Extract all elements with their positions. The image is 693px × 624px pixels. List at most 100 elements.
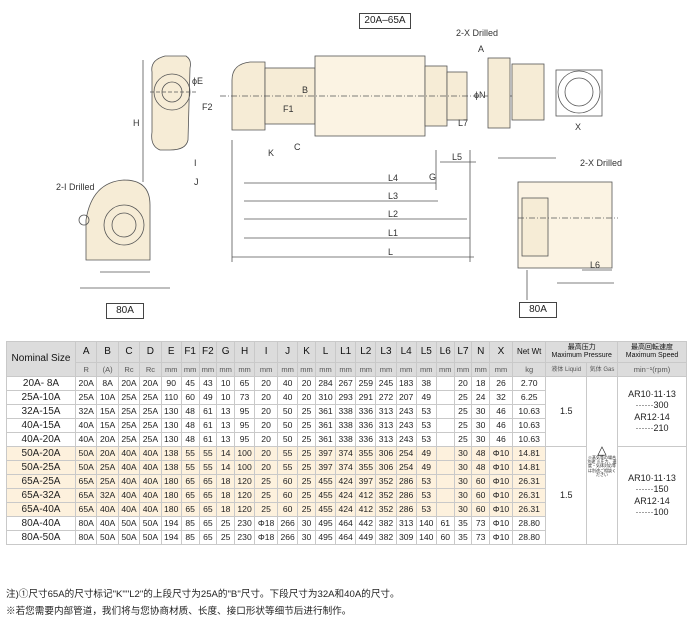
unit-cell: mm (355, 362, 377, 377)
row-net-wt: 14.81 (511, 446, 547, 461)
table-cell: 65 (198, 502, 218, 517)
table-cell: 120 (233, 474, 256, 489)
table-cell: 65 (198, 474, 218, 489)
table-cell: 336 (355, 418, 377, 433)
table-cell: 73 (233, 390, 256, 405)
table-cell: 140 (415, 530, 437, 545)
unit-cell: Rc (117, 362, 141, 377)
unit-cell: mm (489, 362, 513, 377)
table-cell: 40A (96, 516, 119, 531)
table-cell: 65 (180, 488, 200, 503)
col-head: K (297, 341, 316, 363)
note-2: ※若您需要内部管道，我们将与您协商材质、长度、接口形状等细节后进行制作。 (6, 606, 352, 617)
table-cell: 60 (180, 390, 200, 405)
table-cell: 60 (277, 488, 299, 503)
row-net-wt: 28.80 (511, 516, 547, 531)
table-cell: 180 (160, 488, 182, 503)
table-cell: 18 (216, 488, 235, 503)
table-cell: 50A (139, 516, 162, 531)
table-cell: 15A (96, 404, 119, 419)
label-dim-L4: L4 (388, 173, 398, 183)
col-head: J (277, 341, 299, 363)
label-dim-K: K (268, 148, 274, 158)
table-cell: 140 (415, 516, 437, 531)
table-cell: 412 (355, 488, 377, 503)
table-cell: 424 (335, 488, 357, 503)
table-cell: 25A (139, 390, 162, 405)
table-cell: 397 (314, 460, 337, 475)
table-cell: 61 (198, 432, 218, 447)
table-cell: 20A (139, 376, 162, 391)
table-cell: 50A (117, 516, 141, 531)
table-cell: 25A (96, 474, 119, 489)
table-cell: 65 (198, 488, 218, 503)
table-cell: 40A (139, 488, 162, 503)
col-max-speed: 最高回転速度 Maximum Speed (617, 341, 687, 363)
unit-cell: mm (254, 362, 279, 377)
table-cell: 138 (160, 446, 182, 461)
table-cell: 230 (233, 516, 256, 531)
label-dim-L5: L5 (452, 152, 462, 162)
view-title-20a-65a: 20A–65A (359, 13, 411, 29)
table-cell: 442 (355, 516, 377, 531)
table-cell: 352 (375, 488, 397, 503)
table-cell: 80A (74, 516, 98, 531)
col-head: G (216, 341, 235, 363)
table-cell: 50A (139, 530, 162, 545)
table-cell: 30 (297, 516, 316, 531)
table-cell: 10A (96, 390, 119, 405)
label-dim-L1: L1 (388, 228, 398, 238)
col-head: N (471, 341, 491, 363)
table-cell: 25A (117, 390, 141, 405)
table-cell: 313 (375, 432, 397, 447)
table-cell: 50A (74, 460, 98, 475)
table-cell: 291 (355, 390, 377, 405)
table-cell: 40A (139, 474, 162, 489)
table-cell: Φ10 (489, 460, 513, 475)
table-cell: 207 (395, 390, 417, 405)
table-cell: 284 (314, 376, 337, 391)
table-cell: 267 (335, 376, 357, 391)
table-cell: 254 (395, 446, 417, 461)
label-dim-I: I (194, 158, 197, 168)
table-cell: 25 (297, 474, 316, 489)
table-cell: 55 (198, 446, 218, 461)
table-cell: 120 (233, 488, 256, 503)
table-cell: 40 (277, 390, 299, 405)
row-net-wt: 26.31 (511, 488, 547, 503)
table-cell: Φ10 (489, 502, 513, 517)
pressure-en: Maximum Pressure (551, 352, 612, 359)
table-cell: 286 (395, 474, 417, 489)
table-cell: 35 (453, 530, 473, 545)
unit-cell: mm (216, 362, 235, 377)
col-head: H (233, 341, 256, 363)
drilled-2x-right-label: 2-X Drilled (580, 158, 622, 168)
table-cell: 313 (395, 516, 417, 531)
table-cell: 10 (216, 376, 235, 391)
speed-line: ······210 (635, 422, 669, 433)
view-title-80a-left: 80A (106, 303, 144, 319)
row-net-wt: 10.63 (511, 432, 547, 447)
table-cell: 53 (415, 404, 437, 419)
table-cell: 48 (180, 432, 200, 447)
table-cell: 30 (471, 432, 491, 447)
table-cell: 65 (198, 530, 218, 545)
table-cell: 38 (415, 376, 437, 391)
table-cell: 243 (395, 404, 417, 419)
table-cell: 20A (96, 446, 119, 461)
table-cell (435, 390, 455, 405)
table-cell: 40 (277, 376, 299, 391)
unit-cell: mm (435, 362, 455, 377)
label-dim-L2: L2 (388, 209, 398, 219)
table-cell: 183 (395, 376, 417, 391)
table-cell: 455 (314, 474, 337, 489)
row-nominal-size: 32A-15A (6, 404, 76, 419)
unit-cell: Rc (139, 362, 162, 377)
unit-cell: mm (180, 362, 200, 377)
